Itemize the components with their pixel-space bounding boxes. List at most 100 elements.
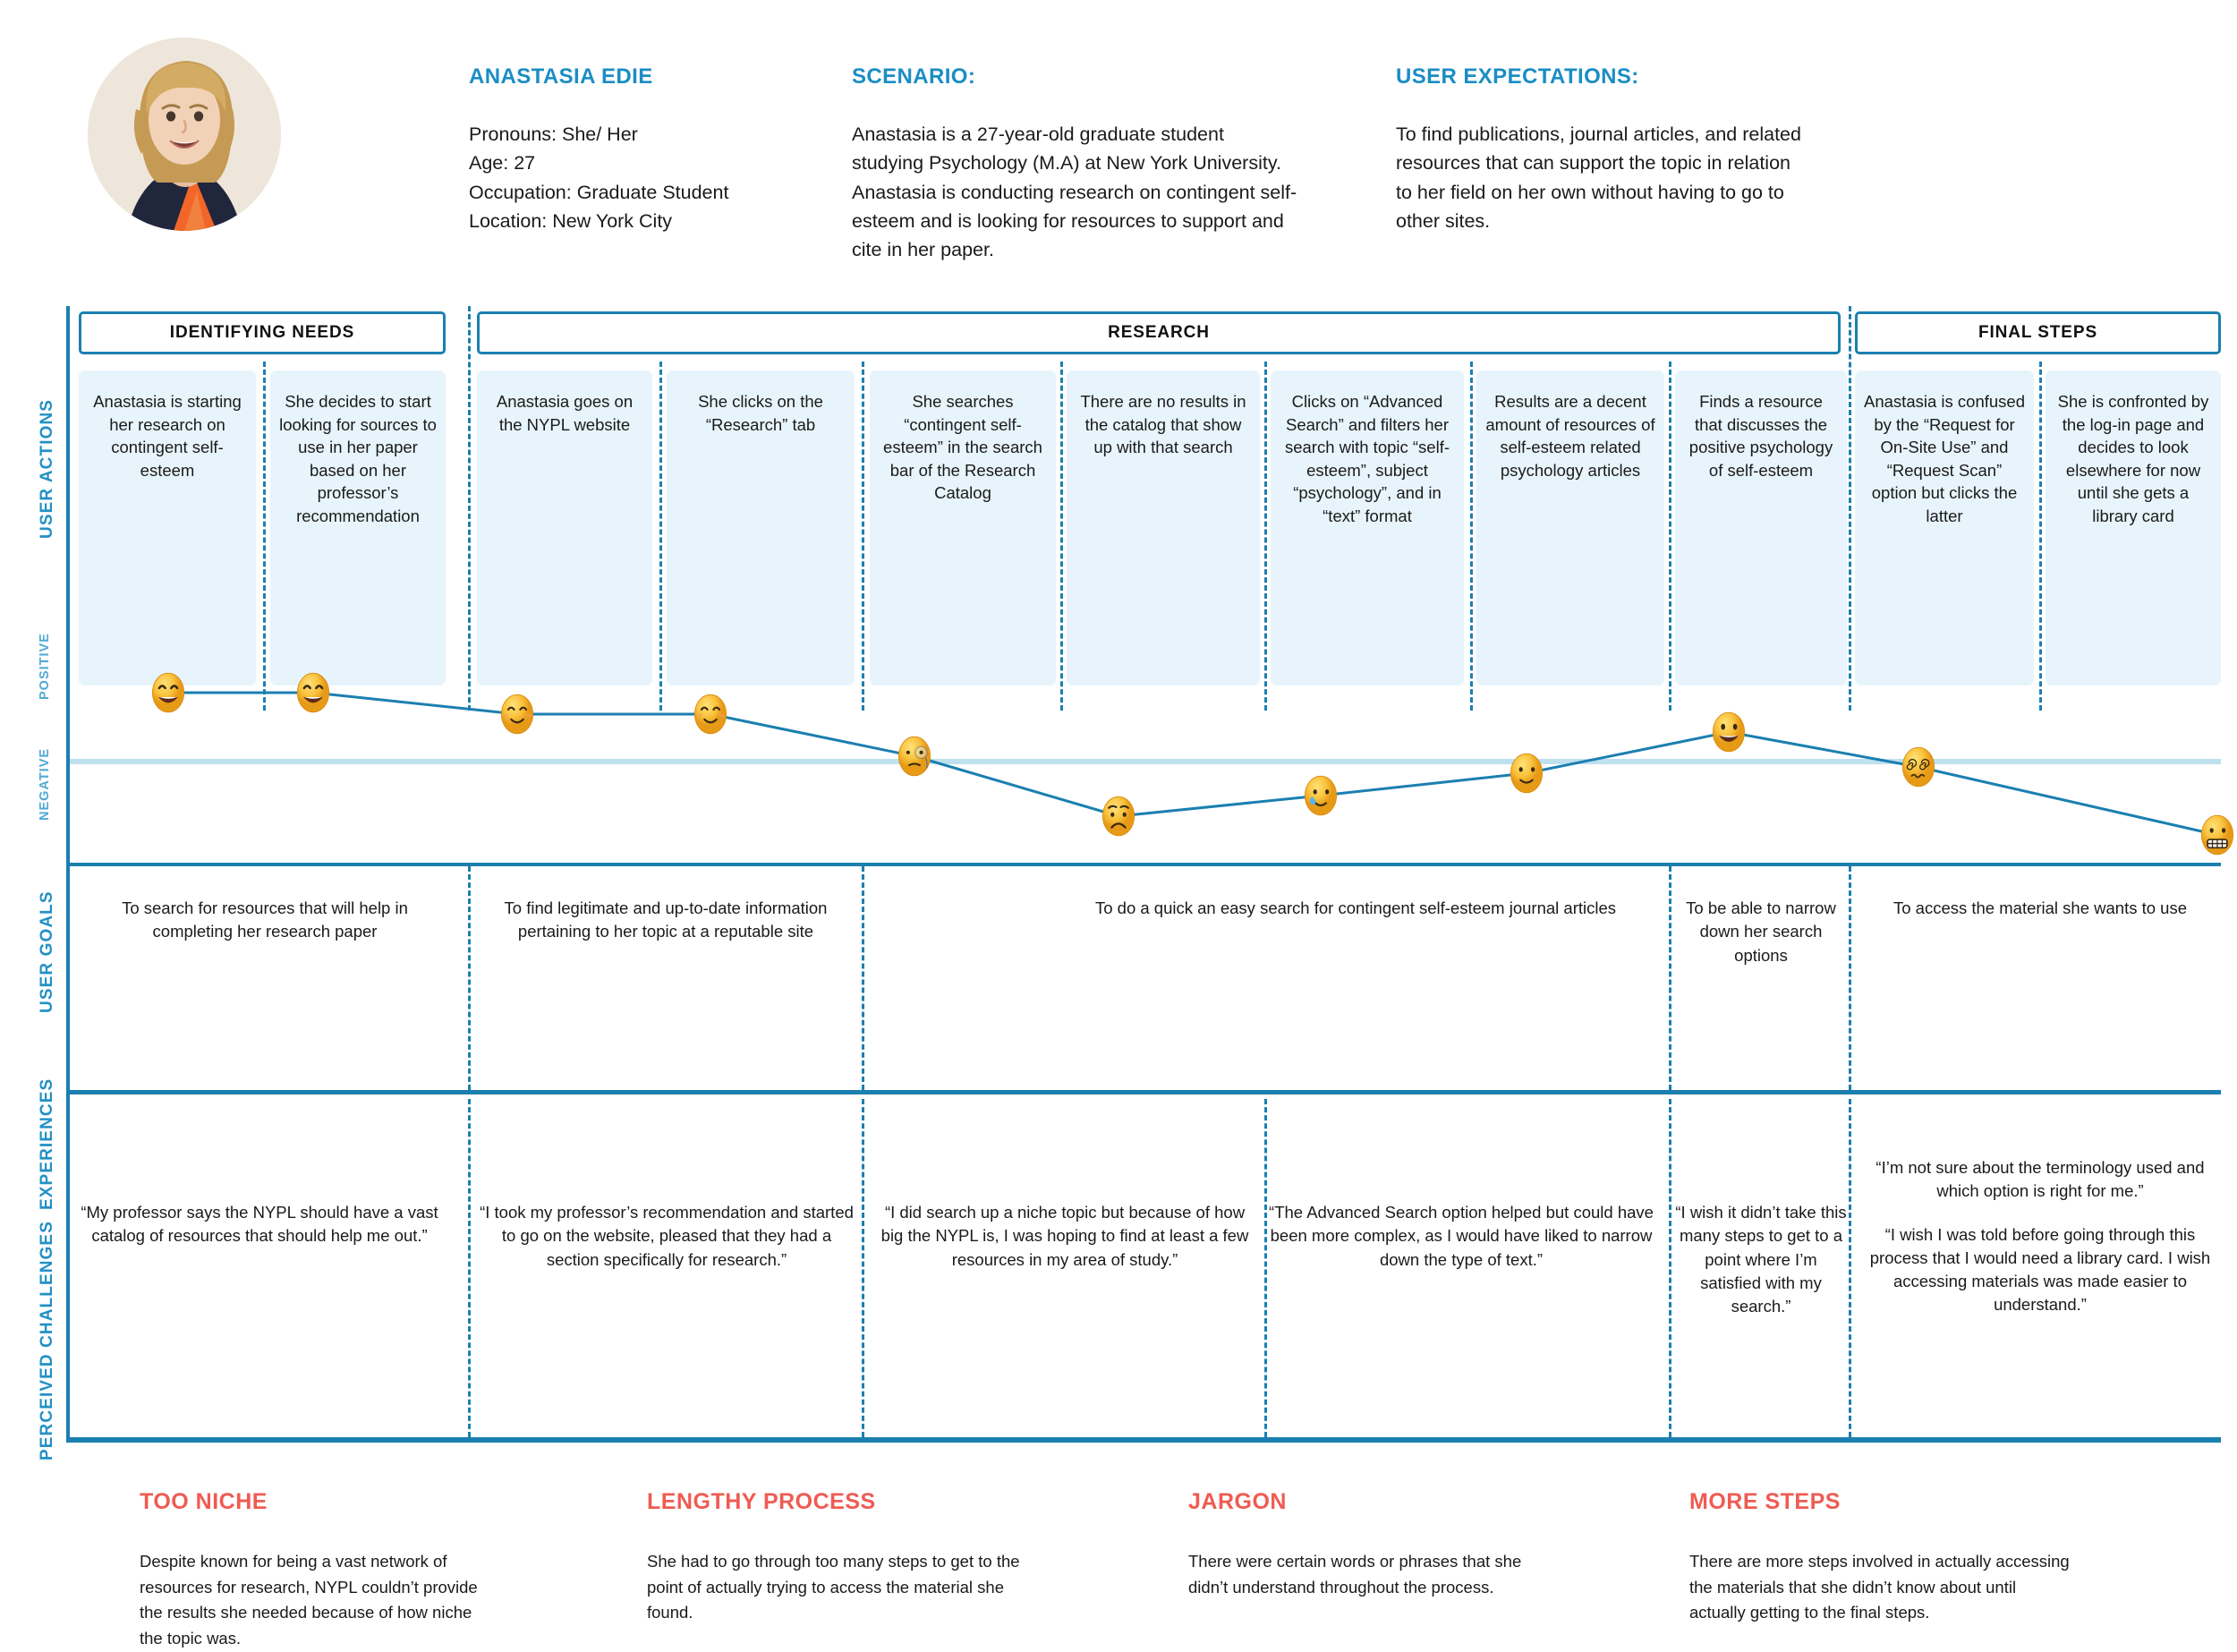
emoji-dizzy-face — [1900, 745, 1937, 788]
step-divider — [263, 362, 266, 711]
goal-cell: To do a quick an easy search for conting… — [1094, 898, 1617, 917]
challenge-body: Despite known for being a vast network o… — [140, 1552, 478, 1648]
action-card: Anastasia goes on the NYPL website — [477, 370, 652, 685]
journey-map: USER ACTIONS POSITIVE NEGATIVE USER GOAL… — [0, 306, 2237, 1648]
challenge-block: TOO NICHE Despite known for being a vast… — [140, 1489, 498, 1652]
section-divider — [66, 1090, 2221, 1094]
action-card: Anastasia is starting her research on co… — [79, 370, 256, 685]
scenario-title: SCENARIO: — [852, 64, 976, 89]
persona-header: ANASTASIA EDIE Pronouns: She/ Her Age: 2… — [0, 0, 2237, 295]
emoji-smiling-blush — [498, 693, 536, 736]
phase-research[interactable]: RESEARCH — [477, 311, 1841, 354]
emotion-baseline — [70, 759, 2221, 764]
challenge-title: JARGON — [1188, 1489, 1287, 1514]
experience-quote: “I did search up a niche topic but becau… — [880, 1203, 1249, 1269]
emoji-slight-smile — [1508, 752, 1545, 795]
goal-divider — [1669, 866, 1671, 1090]
challenge-title: LENGTHY PROCESS — [647, 1489, 876, 1514]
row-label-experiences: EXPERIENCES — [38, 1077, 56, 1210]
challenge-block: LENGTHY PROCESS She had to go through to… — [647, 1489, 1023, 1626]
phase-divider — [1849, 306, 1851, 711]
experience-quote: “My professor says the NYPL should have … — [81, 1203, 438, 1246]
phase-final-steps[interactable]: FINAL STEPS — [1855, 311, 2221, 354]
experience-divider — [1849, 1099, 1851, 1437]
emoji-grinning-face — [1710, 711, 1748, 754]
section-divider — [66, 1437, 2221, 1443]
section-divider — [66, 863, 2221, 866]
row-label-positive: POSITIVE — [38, 633, 52, 700]
step-divider — [1060, 362, 1063, 711]
emoji-grinning-smiling-eyes — [149, 671, 187, 714]
scenario-block: SCENARIO: Anastasia is a 27-year-old gra… — [852, 64, 1299, 264]
experience-cell: “I took my professor’s recommendation an… — [474, 1201, 859, 1272]
step-divider — [2039, 362, 2042, 711]
experience-quote: “I’m not sure about the terminology used… — [1876, 1158, 2205, 1201]
phase-research-label: RESEARCH — [477, 311, 1841, 354]
scenario-body: Anastasia is a 27-year-old graduate stud… — [852, 123, 1297, 260]
row-label-negative: NEGATIVE — [38, 747, 52, 821]
goal-cell: To find legitimate and up-to-date inform… — [504, 898, 828, 941]
row-label-user-goals: USER GOALS — [38, 890, 56, 1013]
emoji-sweat-face — [1302, 774, 1340, 817]
action-card: She is confronted by the log-in page and… — [2046, 370, 2221, 685]
persona-age: Age: 27 — [469, 152, 536, 175]
experience-cell: “I wish it didn’t take this many steps t… — [1673, 1201, 1849, 1318]
phase-final-steps-label: FINAL STEPS — [1855, 311, 2221, 354]
avatar — [88, 38, 281, 231]
goal-cell: To be able to narrow down her search opt… — [1686, 898, 1836, 965]
persona-details: Pronouns: She/ Her Age: 27 Occupation: G… — [469, 120, 791, 235]
persona-location: Location: New York City — [469, 209, 673, 232]
row-label-perceived-challenges: PERCEIVED CHALLENGES — [38, 1221, 56, 1460]
challenge-title: TOO NICHE — [140, 1489, 268, 1514]
action-card: There are no results in the catalog that… — [1067, 370, 1260, 685]
persona-name: ANASTASIA EDIE — [469, 64, 653, 89]
step-divider — [659, 362, 662, 711]
phase-divider — [468, 306, 471, 711]
action-card: Anastasia is confused by the “Request fo… — [1855, 370, 2034, 685]
challenge-body: There are more steps involved in actuall… — [1689, 1552, 2070, 1622]
experience-divider — [1264, 1099, 1267, 1437]
user-expectations-body: To find publications, journal articles, … — [1396, 123, 1801, 232]
emotion-curve — [70, 672, 2234, 857]
emoji-monocle-face — [896, 735, 933, 778]
experience-divider — [468, 1099, 471, 1437]
emoji-grimacing-face — [2199, 813, 2236, 856]
experience-cell: “I did search up a niche topic but becau… — [872, 1201, 1257, 1272]
challenge-block: JARGON There were certain words or phras… — [1188, 1489, 1546, 1600]
action-card: Results are a decent amount of resources… — [1476, 370, 1664, 685]
emoji-grinning-smiling-eyes — [294, 671, 332, 714]
persona-occupation: Occupation: Graduate Student — [469, 181, 729, 203]
goal-divider — [862, 866, 864, 1090]
experience-quote: “I wish I was told before going through … — [1869, 1224, 2211, 1315]
step-divider — [862, 362, 864, 711]
experience-divider — [1669, 1099, 1671, 1437]
emotion-line — [168, 691, 2218, 837]
journey-vertical-axis — [66, 306, 70, 1443]
action-card: She decides to start looking for sources… — [270, 370, 446, 685]
emoji-frowning-face — [1100, 795, 1137, 838]
challenge-title: MORE STEPS — [1689, 1489, 1841, 1514]
user-expectations-block: USER EXPECTATIONS: To find publications,… — [1396, 64, 1807, 235]
experience-cell: “I’m not sure about the terminology used… — [1859, 1156, 2221, 1317]
action-card: Clicks on “Advanced Search” and filters … — [1271, 370, 1464, 685]
user-expectations-title: USER EXPECTATIONS: — [1396, 64, 1639, 89]
phase-identifying-needs[interactable]: IDENTIFYING NEEDS — [79, 311, 446, 354]
goal-cell: To access the material she wants to use — [1893, 898, 2188, 917]
persona-pronouns: Pronouns: She/ Her — [469, 123, 638, 145]
step-divider — [1470, 362, 1473, 711]
emoji-smiling-blush — [692, 693, 729, 736]
step-divider — [1669, 362, 1671, 711]
challenge-body: There were certain words or phrases that… — [1188, 1552, 1522, 1597]
action-card: Finds a resource that discusses the posi… — [1675, 370, 1847, 685]
experience-quote: “The Advanced Search option helped but c… — [1269, 1203, 1654, 1269]
action-card: She searches “contingent self-esteem” in… — [870, 370, 1056, 685]
experience-cell: “My professor says the NYPL should have … — [81, 1201, 438, 1248]
action-card: She clicks on the “Research” tab — [667, 370, 855, 685]
goal-cell: To search for resources that will help i… — [122, 898, 408, 941]
challenge-block: MORE STEPS There are more steps involved… — [1689, 1489, 2074, 1626]
row-label-user-actions: USER ACTIONS — [38, 398, 56, 539]
persona-info: ANASTASIA EDIE Pronouns: She/ Her Age: 2… — [469, 64, 791, 235]
phase-identifying-needs-label: IDENTIFYING NEEDS — [79, 311, 446, 354]
step-divider — [1264, 362, 1267, 711]
experience-divider — [862, 1099, 864, 1437]
